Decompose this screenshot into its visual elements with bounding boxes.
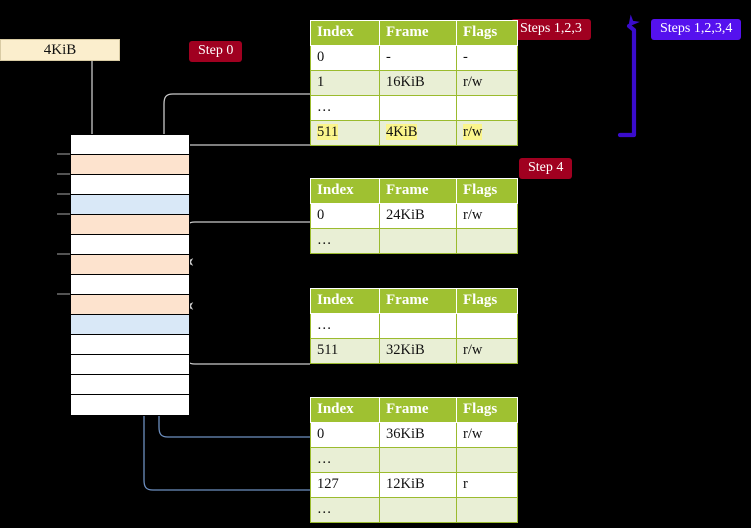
badge-step-0: Step 0 [189,41,243,63]
cell-frame: 32KiB [379,338,457,364]
column-header-index: Index [310,288,380,314]
column-header-frame: Frame [379,288,457,314]
cell-frame [379,497,457,523]
physical-memory-grid [70,134,190,416]
memory-frame-row-5 [71,235,189,255]
cell-flags: r/w [456,70,518,96]
cell-index: … [310,447,380,473]
cell-index: 511 [310,338,380,364]
cell-frame [379,95,457,121]
cell-flags: r/w [456,203,518,229]
cell-flags [456,313,518,339]
cell-index: 1 [310,70,380,96]
grid-tick-marks [57,153,71,295]
column-header-flags: Flags [456,178,518,204]
cell-flags [456,447,518,473]
page-size-label: 4KiB [43,41,77,58]
cell-frame: - [379,45,457,71]
badge-steps-1234: Steps 1,2,3,4 [651,19,742,41]
memory-frame-row-11 [71,355,189,375]
table-row: … [310,313,518,339]
column-header-frame: Frame [379,397,457,423]
cell-index: … [310,313,380,339]
memory-frame-row-4 [71,215,189,235]
column-header-flags: Flags [456,288,518,314]
wire-pt0-row511-to-frame [178,144,310,166]
cell-flags [456,497,518,523]
column-header-index: Index [310,397,380,423]
table-row: … [310,497,518,523]
memory-frame-row-9 [71,315,189,335]
table-row: … [310,95,518,121]
cell-index: 0 [310,203,380,229]
cell-frame: 12KiB [379,472,457,498]
table-row: … [310,228,518,254]
cell-index: 127 [310,472,380,498]
memory-frame-row-12 [71,375,189,395]
cell-flags: r [456,472,518,498]
cell-frame [379,447,457,473]
cell-flags: r/w [456,120,518,146]
column-header-flags: Flags [456,20,518,46]
table-row: 0-- [310,45,518,71]
wire-pt2-to-frame [185,302,310,365]
cell-frame [379,228,457,254]
cell-index: … [310,497,380,523]
memory-frame-row-10 [71,335,189,355]
memory-frame-row-7 [71,275,189,295]
cell-flags: r/w [456,422,518,448]
cell-frame: 36KiB [379,422,457,448]
cell-frame [379,313,457,339]
memory-frame-row-3 [71,195,189,215]
cell-frame: 4KiB [379,120,457,146]
cell-index: 0 [310,422,380,448]
memory-frame-row-2 [71,175,189,195]
wire-pt1-row0-to-frame [185,221,310,266]
column-header-frame: Frame [379,20,457,46]
purple-bracket-arrow [617,14,640,138]
column-header-flags: Flags [456,397,518,423]
memory-frame-row-8 [71,295,189,315]
badge-steps-123: Steps 1,2,3 [511,19,591,41]
cell-flags: r/w [456,338,518,364]
column-header-index: Index [310,20,380,46]
cell-index: 0 [310,45,380,71]
cell-flags: - [456,45,518,71]
memory-frame-row-6 [71,255,189,275]
table-row: … [310,447,518,473]
cell-index: … [310,95,380,121]
column-header-index: Index [310,178,380,204]
memory-frame-row-13 [71,395,189,415]
column-header-frame: Frame [379,178,457,204]
cell-frame: 24KiB [379,203,457,229]
cell-flags [456,228,518,254]
cell-frame: 16KiB [379,70,457,96]
cell-flags [456,95,518,121]
badge-step-4: Step 4 [519,158,573,180]
cell-index: 511 [310,120,380,146]
memory-frame-row-1 [71,155,189,175]
page-size-box: 4KiB [0,39,120,61]
memory-frame-row-0 [71,135,189,155]
cell-index: … [310,228,380,254]
